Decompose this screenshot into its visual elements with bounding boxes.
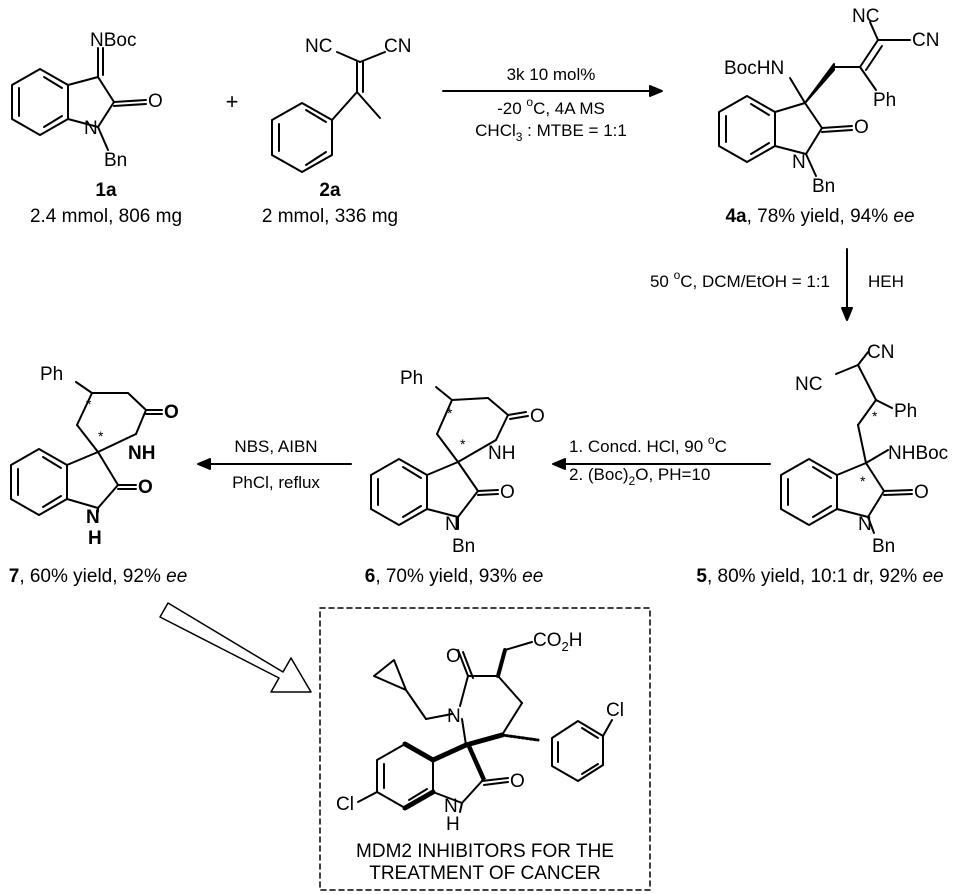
compound-5-structure xyxy=(780,351,913,534)
condition-step4-line2: PhCl, reflux xyxy=(232,473,320,492)
atom-o-7a: O xyxy=(164,402,179,423)
stereo-mark-5b: * xyxy=(860,473,866,489)
atom-n-target-b: N xyxy=(444,796,458,817)
atom-nh-6: NH xyxy=(488,443,515,464)
condition-temperature: -20 oC, 4A MS xyxy=(497,95,605,118)
hollow-arrow xyxy=(159,602,312,693)
arrow-step-1 xyxy=(442,85,663,97)
atom-bn-5: Bn xyxy=(872,536,895,557)
stereo-mark-7b: * xyxy=(98,428,104,444)
atom-nh-7: NH xyxy=(128,443,155,464)
label-1a: 1a xyxy=(95,180,117,201)
compound-6-structure xyxy=(370,386,529,530)
amount-1a: 2.4 mmol, 806 mg xyxy=(30,206,182,227)
target-caption-line1: MDM2 INHIBITORS FOR THE xyxy=(356,841,614,862)
atom-nc-5: NC xyxy=(795,374,822,395)
atom-ph-6: Ph xyxy=(400,368,423,389)
atom-bn-4a: Bn xyxy=(812,176,835,197)
atom-o-5: O xyxy=(914,482,929,503)
atom-ph-4a: Ph xyxy=(873,90,896,111)
atom-ph-7: Ph xyxy=(40,364,63,385)
stereo-mark-7a: * xyxy=(86,396,92,412)
atom-n-1a: N xyxy=(84,118,98,139)
atom-o-4a: O xyxy=(854,117,869,138)
condition-step3-line2: 2. (Boc)2O, PH=10 xyxy=(569,465,710,488)
atom-o-6b: O xyxy=(500,482,515,503)
atom-o-target-b: O xyxy=(510,771,525,792)
compound-1a-structure xyxy=(11,47,147,151)
atom-n-4a: N xyxy=(792,152,806,173)
atom-cl-target-a: Cl xyxy=(606,700,624,721)
atom-ph-5: Ph xyxy=(894,401,917,422)
atom-cn-2a: CN xyxy=(384,36,411,57)
condition-step2-left: 50 oC, DCM/EtOH = 1:1 xyxy=(650,268,830,291)
arrow-step-4 xyxy=(197,458,352,470)
compound-4a-structure xyxy=(718,21,911,177)
atom-nc-2a: NC xyxy=(305,36,332,57)
atom-bn-6: Bn xyxy=(452,536,475,557)
stereo-mark-6a: * xyxy=(447,405,453,421)
plus-sign: + xyxy=(226,89,239,114)
amount-2a: 2 mmol, 336 mg xyxy=(262,206,398,227)
arrow-step-3 xyxy=(552,458,771,470)
target-structure xyxy=(357,641,613,813)
atom-o-6a: O xyxy=(530,406,545,427)
atom-bochn-4a: BocHN xyxy=(724,58,784,79)
arrow-step-2 xyxy=(841,248,853,321)
atom-co2h-target: CO2H xyxy=(533,630,582,654)
condition-solvent: CHCl3 : MTBE = 1:1 xyxy=(475,121,627,144)
atom-n-target: N xyxy=(447,706,461,727)
atom-cn-4a: CN xyxy=(912,30,939,51)
stereo-mark-5a: * xyxy=(872,408,878,424)
label-4a: 4a, 78% yield, 94% ee xyxy=(725,206,914,227)
condition-step4-line1: NBS, AIBN xyxy=(234,437,317,456)
atom-o-1a: O xyxy=(148,91,163,112)
condition-step2-right: HEH xyxy=(868,272,904,291)
label-7: 7, 60% yield, 92% ee xyxy=(9,566,188,587)
condition-step3-line1: 1. Concd. HCl, 90 oC xyxy=(569,433,727,456)
stereo-mark-6b: * xyxy=(460,436,466,452)
atom-h-7: H xyxy=(88,528,102,549)
label-5: 5, 80% yield, 10:1 dr, 92% ee xyxy=(696,566,943,587)
atom-n-6: N xyxy=(445,514,459,535)
atom-o-target-a: O xyxy=(446,646,461,667)
atom-cl-target-b: Cl xyxy=(336,794,354,815)
atom-cn-5: CN xyxy=(867,342,894,363)
atom-o-7b: O xyxy=(138,477,153,498)
atom-n-5: N xyxy=(858,514,872,535)
target-caption-line2: TREATMENT OF CANCER xyxy=(369,863,601,884)
atom-h-target: H xyxy=(446,814,460,835)
compound-7-structure xyxy=(10,381,163,516)
atom-nc-4a: NC xyxy=(852,6,879,27)
atom-nhboc-5: NHBoc xyxy=(888,443,948,464)
target-dashed-box xyxy=(319,607,651,891)
atom-nboc-1a: NBoc xyxy=(90,30,136,51)
compound-2a-structure xyxy=(271,51,386,173)
label-2a: 2a xyxy=(319,180,341,201)
label-6: 6, 70% yield, 93% ee xyxy=(365,566,544,587)
condition-catalyst: 3k 10 mol% xyxy=(507,65,596,84)
atom-n-7: N xyxy=(86,507,100,528)
atom-bn-1a: Bn xyxy=(104,150,127,171)
